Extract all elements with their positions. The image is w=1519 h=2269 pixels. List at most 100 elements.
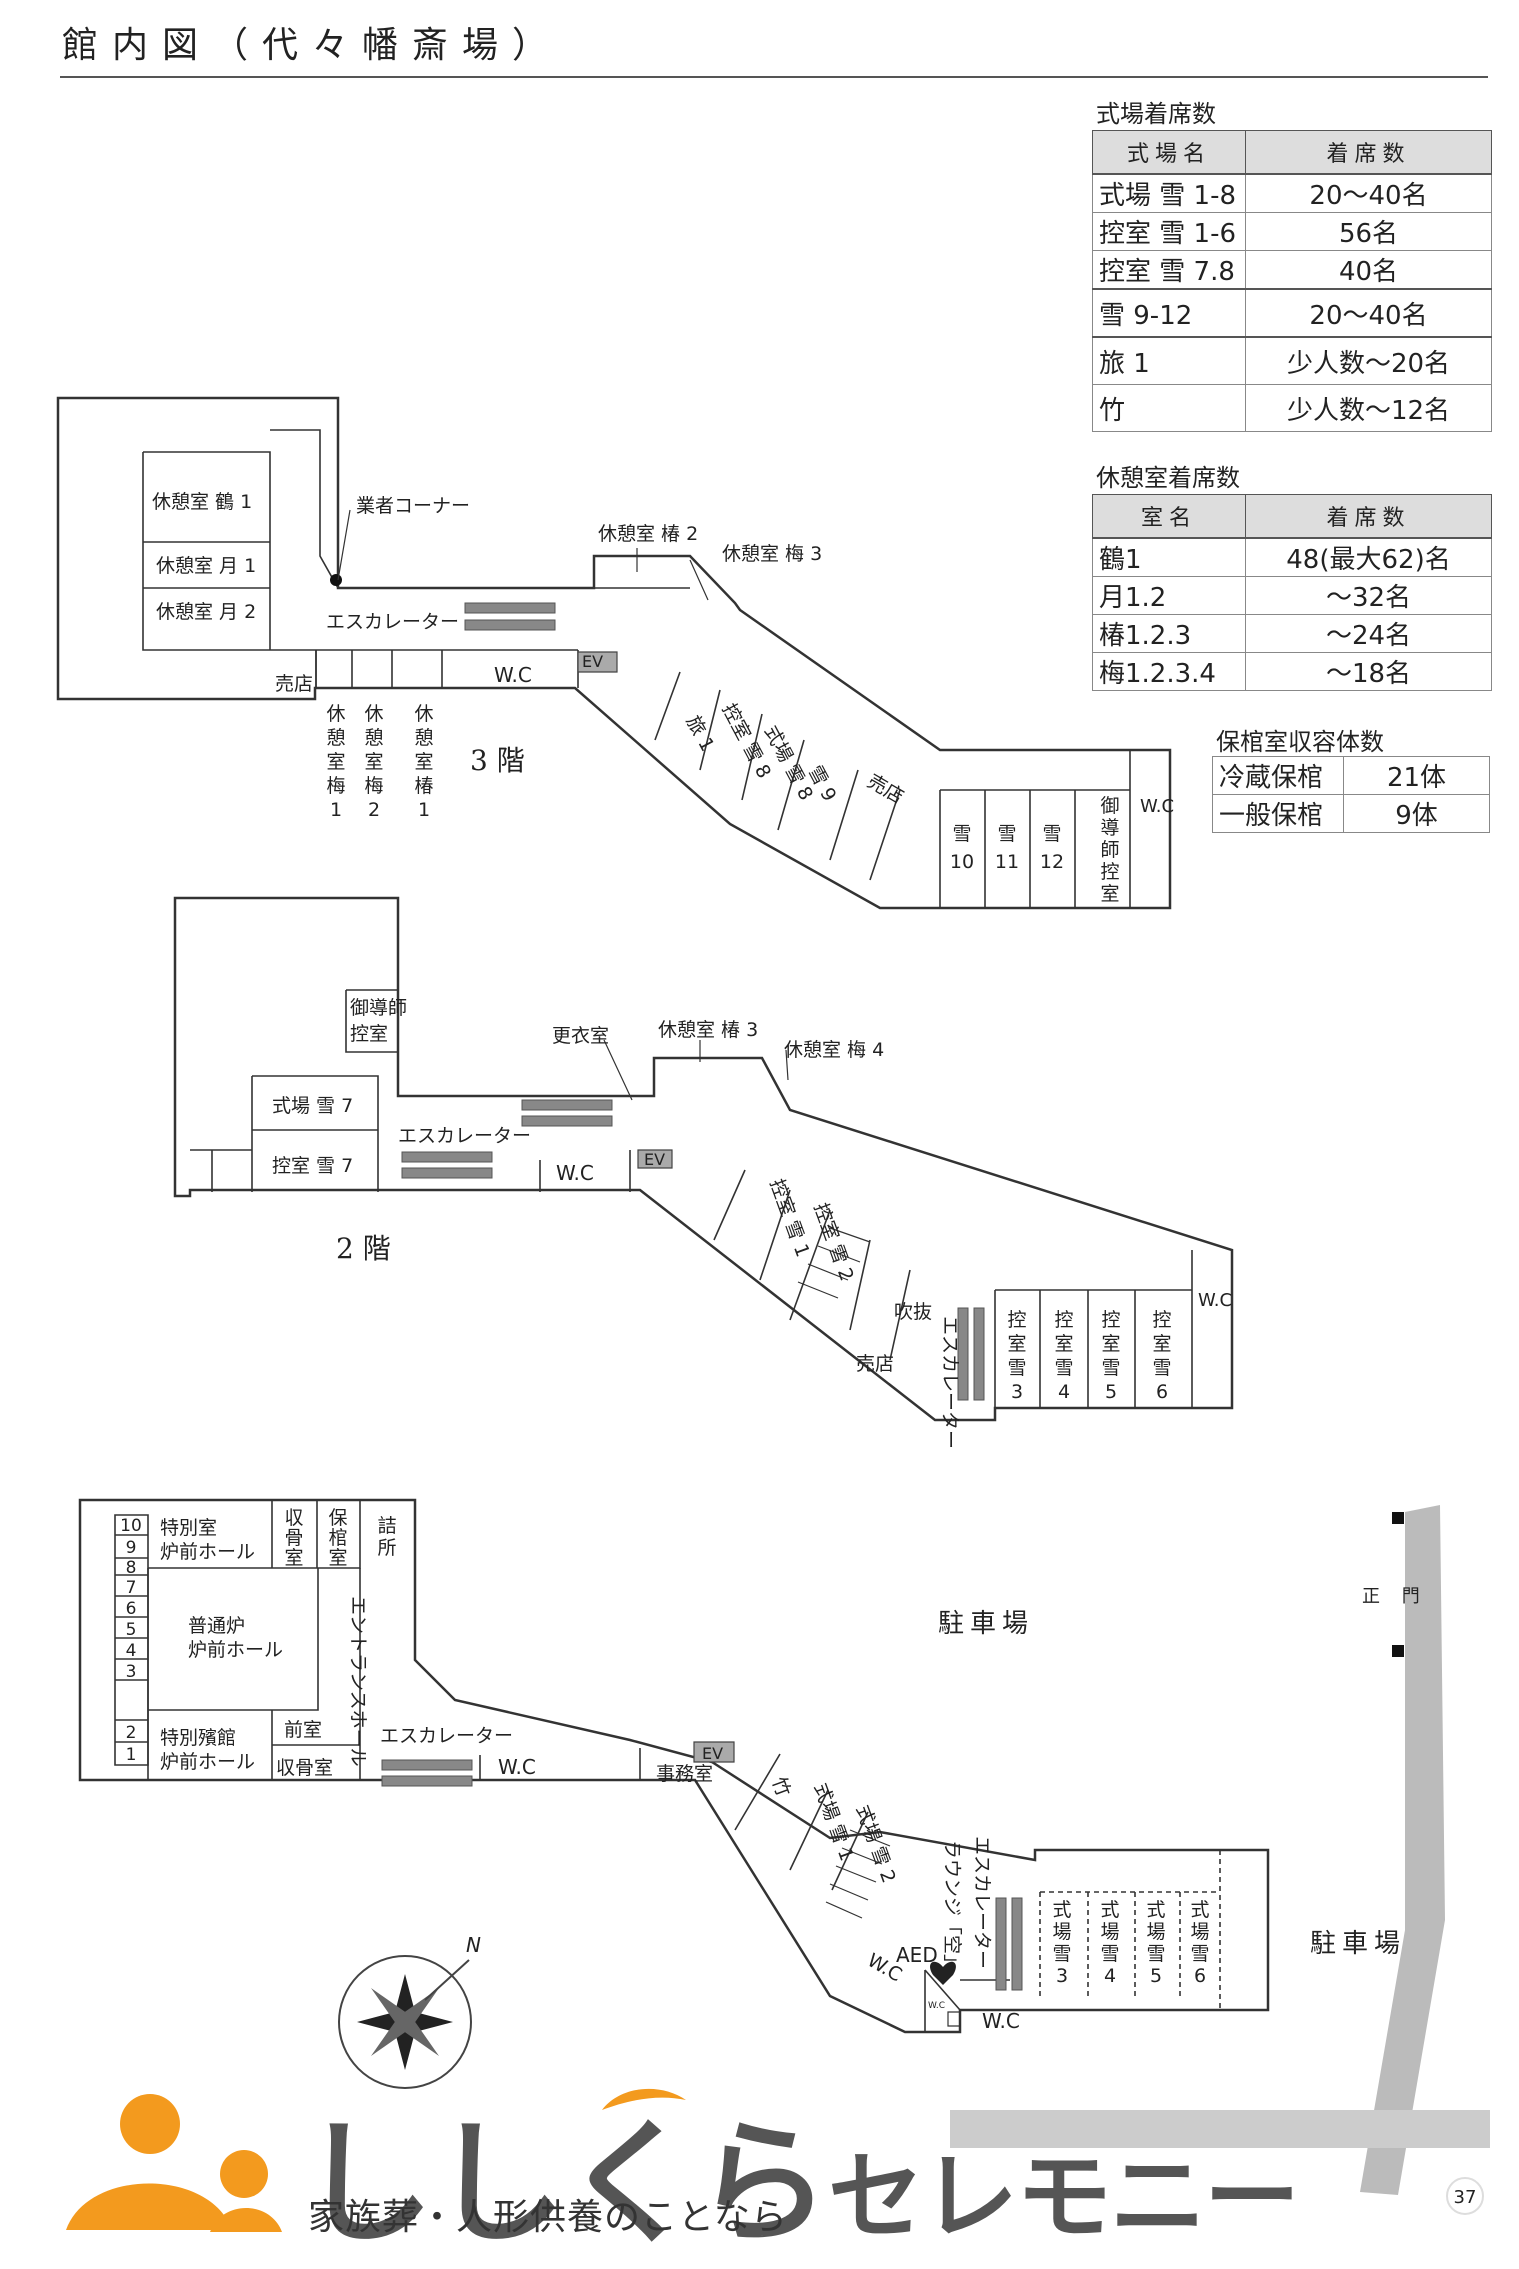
room-hikae5-c3: 5	[1105, 1381, 1117, 1403]
floor2-walls	[190, 989, 1193, 1408]
room-shiki3-c2: 雪	[1052, 1943, 1071, 1965]
floor2-outline	[173, 896, 1234, 1422]
room-tsubaki2: 休憩室 椿 2	[598, 523, 698, 545]
rest-row-name: 鶴1	[1092, 537, 1246, 577]
compass-icon	[338, 1955, 472, 2089]
floor2-label: 2 階	[336, 1232, 391, 1265]
seat-row-value: 40名	[1245, 250, 1492, 290]
room-yuki12-c1: 12	[1040, 851, 1064, 873]
room-ume2-c4: 2	[368, 799, 380, 821]
room-shiki4-c0: 式	[1100, 1899, 1119, 1921]
seat-row-name: 式場 雪 1-8	[1092, 173, 1246, 213]
room-doushi-c0: 御	[1100, 795, 1119, 817]
furnace-number: 5	[126, 1620, 137, 1640]
compass-north-label: N	[466, 1933, 481, 1957]
room-shiki6-c0: 式	[1190, 1899, 1209, 1921]
room-yuki10-c0: 雪	[952, 823, 971, 845]
room-doushi-2f-l0: 御導師	[350, 997, 407, 1019]
room-tsubaki1-c0: 休	[414, 703, 433, 725]
room-hikae6-c3: 6	[1156, 1381, 1168, 1403]
floor1-escalators	[381, 1759, 1023, 1991]
seat-row-value: 少人数〜12名	[1245, 384, 1492, 432]
room-hikae1: 控室 雪 1	[765, 1176, 813, 1260]
room-hikae3-c0: 控	[1007, 1309, 1026, 1331]
room-tsubaki1-c1: 憩	[414, 727, 433, 749]
page-number: 37	[1454, 2187, 1477, 2208]
label-escalator: エスカレーター	[398, 1125, 531, 1147]
floor3-leader-lines	[337, 509, 709, 601]
room-take: 竹	[767, 1774, 794, 1799]
rest-row-value: 48(最大62)名	[1245, 537, 1492, 577]
logo-name-sub: セレモニー	[828, 2141, 1300, 2253]
room-jimusho: 事務室	[656, 1763, 713, 1785]
road	[1360, 1505, 1445, 2195]
room-shiki3-c3: 3	[1056, 1965, 1068, 1987]
room-shiki5-c3: 5	[1150, 1965, 1162, 1987]
room-shukotsu-c2: 室	[284, 1547, 303, 1569]
rest-row-name: 椿1.2.3	[1092, 614, 1246, 653]
room-hokan-c0: 保	[328, 1507, 347, 1529]
room-doushi-c2: 師	[1100, 839, 1119, 861]
room-hikae4-c0: 控	[1054, 1309, 1073, 1331]
label-main-gate: 正 門	[1362, 1586, 1428, 1607]
room-hikae7: 控室 雪 7	[272, 1155, 353, 1177]
rest-table-header-seats: 着席数	[1245, 494, 1492, 539]
room-shiki4-c3: 4	[1104, 1965, 1116, 1987]
coffin-row-value: 21体	[1343, 756, 1490, 795]
label-fukinuke: 吹抜	[894, 1301, 932, 1323]
floor2-ev	[637, 1149, 673, 1169]
floor1-stairs	[825, 1829, 891, 1919]
room-hikae4-c2: 雪	[1054, 1357, 1073, 1379]
road-bottom	[950, 2110, 1490, 2148]
room-hokan-c1: 棺	[328, 1527, 347, 1549]
room-shiki3-c0: 式	[1052, 1899, 1071, 1921]
room-yuki11-c0: 雪	[997, 823, 1016, 845]
furnace-number: 7	[126, 1578, 137, 1598]
label-aed: AED	[896, 1943, 938, 1967]
floor2-escalators	[401, 1099, 985, 1401]
room-doushi-2f-l1: 控室	[350, 1023, 388, 1045]
label-escalator: エスカレーター	[380, 1725, 513, 1747]
room-ume1-c2: 室	[326, 751, 345, 773]
furnace-number: 2	[126, 1723, 137, 1743]
label-wc: W.C	[1198, 1290, 1232, 1311]
seat-row-name: 竹	[1092, 384, 1246, 432]
room-hikae4-c1: 室	[1054, 1333, 1073, 1355]
label-wc: W.C	[982, 2009, 1020, 2033]
coffin-row-value: 9体	[1343, 794, 1490, 833]
floor2-stairs	[797, 1227, 871, 1299]
label-gyosha-corner: 業者コーナー	[356, 495, 470, 517]
logo-name-main: ししくら	[300, 2106, 830, 2262]
room-shiki1: 式場 雪 1	[809, 1780, 857, 1864]
seat-table-header-name: 式場名	[1092, 130, 1246, 175]
logo-mark-icon	[66, 2088, 686, 2232]
floor1-outline	[78, 1498, 1270, 2034]
gate-post	[1392, 1512, 1404, 1524]
label-shop: 売店	[275, 673, 313, 695]
room-shiki7: 式場 雪 7	[272, 1095, 353, 1117]
title-rule	[60, 76, 1488, 78]
seat-row-value: 20〜40名	[1245, 288, 1492, 338]
room-tsumesho-c0: 詰	[377, 1515, 396, 1537]
wheelchair-icon	[947, 2011, 961, 2027]
room-tsuru1: 休憩室 鶴 1	[152, 491, 252, 513]
label-wc: W.C	[556, 1161, 594, 1185]
room-tsubaki3: 休憩室 椿 3	[658, 1019, 758, 1041]
room-zenshitsu: 前室	[284, 1719, 322, 1741]
floor3-escalator	[464, 602, 556, 631]
room-tokubetsu-l0: 特別室	[160, 1517, 217, 1539]
room-ume2-c2: 室	[364, 751, 383, 773]
room-shiki6-c3: 6	[1194, 1965, 1206, 1987]
room-shiki6-c2: 雪	[1190, 1943, 1209, 1965]
label-wc: W.C	[498, 1755, 536, 1779]
room-tsuki1: 休憩室 月 1	[156, 555, 256, 577]
room-ume2-c3: 梅	[364, 775, 383, 797]
room-yuki10-c1: 10	[950, 851, 974, 873]
floor3-gyosha-dot	[330, 574, 342, 586]
label-wc: W.C	[1140, 796, 1174, 817]
seat-row-name: 旅 1	[1092, 336, 1246, 385]
page-number-badge	[1446, 2177, 1484, 2215]
floor3-ev	[577, 651, 618, 673]
room-shiki4-c2: 雪	[1100, 1943, 1119, 1965]
